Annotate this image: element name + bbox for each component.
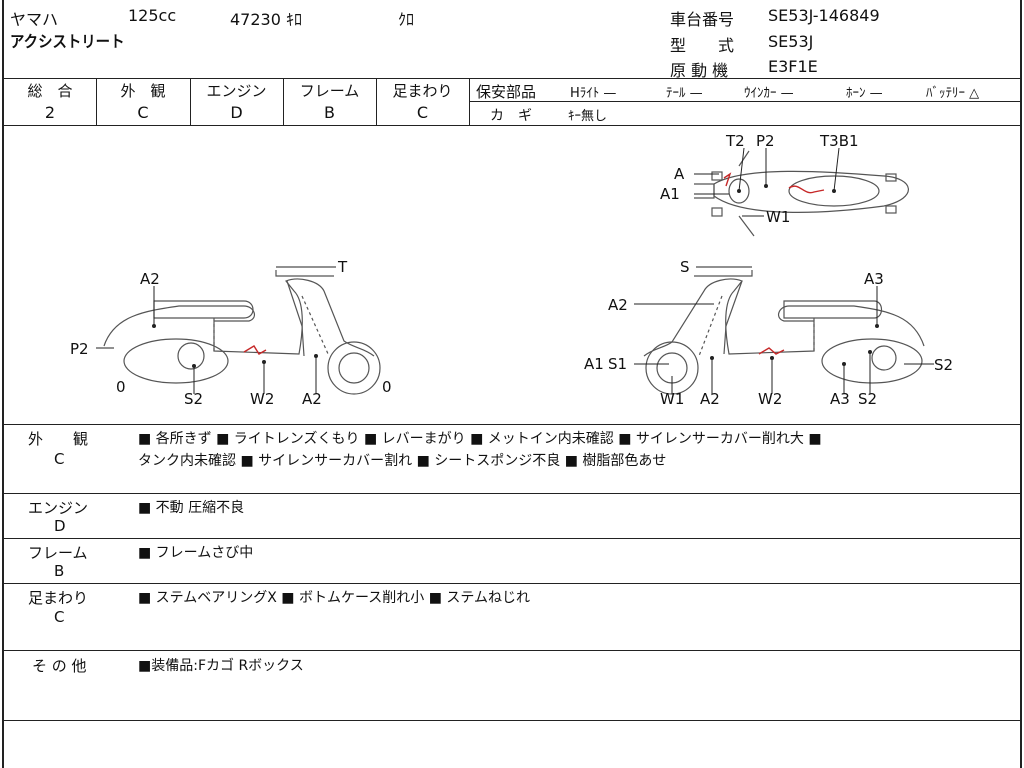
right-label-s2-bottom: S2 (858, 390, 878, 408)
overall-label: 総 合 (27, 82, 73, 100)
detail-frame-grade: B (54, 562, 65, 580)
diagram-label-p2: P2 (756, 132, 775, 150)
damage-mark-right (758, 347, 785, 355)
left-label-s2: S2 (184, 390, 204, 408)
type-value: SE53J (768, 32, 814, 51)
exterior-value: C (137, 103, 149, 122)
left-label-w2: W2 (250, 390, 275, 408)
color: ｸﾛ (398, 10, 415, 29)
safety-item-tail: ﾃｰﾙ — (666, 86, 703, 101)
engine-grade-value: D (230, 103, 243, 122)
key-value: ｷｰ無し (568, 109, 608, 124)
safety-item-battery: ﾊﾞｯﾃﾘｰ △ (926, 86, 980, 101)
engine-value: E3F1E (768, 57, 818, 76)
displacement: 125cc (128, 6, 177, 25)
right-label-s: S (680, 258, 690, 276)
right-label-a1: A1 (584, 355, 604, 373)
damage-mark-top-front (723, 172, 732, 187)
exterior-label: 外 観 (120, 82, 166, 100)
damage-mark-top (788, 185, 825, 194)
detail-suspension-line1: ■ ステムベアリングX ■ ボトムケース削れ小 ■ ステムねじれ (138, 590, 530, 606)
detail-frame-label: フレーム (28, 544, 88, 562)
overall-value: 2 (44, 103, 56, 122)
detail-exterior-grade: C (54, 450, 65, 468)
detail-engine-line1: ■ 不動 圧縮不良 (138, 500, 245, 516)
frame-grade-label: フレーム (299, 82, 360, 100)
diagram-label-a1: A1 (660, 185, 680, 203)
damage-mark-left (243, 345, 267, 355)
left-side-scooter (103, 270, 381, 395)
diagram-label-a: A (674, 165, 685, 183)
right-side-scooter (643, 270, 925, 395)
type-label: 型 式 (670, 36, 735, 55)
detail-suspension-grade: C (54, 608, 65, 626)
key-label: カ ギ (490, 108, 532, 124)
frame-no-label: 車台番号 (670, 10, 735, 29)
damage-diagram (96, 147, 934, 395)
left-label-zero-1: 0 (116, 378, 126, 396)
suspension-grade-value: C (416, 103, 429, 122)
left-label-a2-bottom: A2 (302, 390, 322, 408)
detail-suspension-label: 足まわり (28, 589, 89, 607)
top-view-scooter (694, 150, 909, 237)
right-label-s1: S1 (608, 355, 628, 373)
mileage: 47230 ｷﾛ (230, 10, 302, 29)
suspension-grade-label: 足まわり (392, 82, 453, 100)
left-label-zero-2: 0 (382, 378, 392, 396)
detail-exterior-line2: タンク内未確認 ■ サイレンサーカバー割れ ■ シートスポンジ不良 ■ 樹脂部色… (138, 453, 667, 469)
right-label-a3: A3 (864, 270, 884, 288)
frame-grade-value: B (324, 103, 335, 122)
engine-grade-label: エンジン (206, 82, 267, 100)
detail-engine-label: エンジン (28, 499, 89, 517)
detail-exterior-label: 外 観 (28, 430, 89, 448)
right-label-s2: S2 (934, 356, 954, 374)
model-name: アクシストリート (10, 32, 125, 51)
safety-label: 保安部品 (476, 83, 537, 101)
detail-exterior-line1: ■ 各所きず ■ ライトレンズくもり ■ レバーまがり ■ メットイン内未確認 … (138, 431, 822, 447)
right-label-a3-bottom: A3 (830, 390, 850, 408)
left-label-a2: A2 (140, 270, 160, 288)
left-label-p2: P2 (70, 340, 89, 358)
right-label-w2: W2 (758, 390, 783, 408)
diagram-label-t3b1: T3B1 (820, 132, 859, 150)
right-label-a2-bottom: A2 (700, 390, 720, 408)
safety-item-winker: ｳｲﾝｶｰ — (744, 86, 794, 101)
detail-engine-grade: D (54, 517, 66, 535)
right-label-a2: A2 (608, 296, 628, 314)
diagram-label-w1: W1 (766, 208, 791, 226)
detail-frame-line1: ■ フレームさび中 (138, 545, 254, 561)
safety-item-horn: ﾎｰﾝ — (846, 86, 883, 101)
safety-item-headlight: Hﾗｲﾄ — (570, 86, 617, 101)
right-label-w1: W1 (660, 390, 685, 408)
diagram-label-t2: T2 (726, 132, 745, 150)
detail-other-label: そ の 他 (32, 657, 87, 675)
maker: ヤマハ (10, 10, 59, 29)
frame-no: SE53J-146849 (768, 6, 880, 25)
left-label-t: T (338, 258, 348, 276)
detail-other-line1: ■装備品:Fカゴ Rボックス (138, 658, 304, 674)
engine-label: 原 動 機 (670, 61, 729, 80)
